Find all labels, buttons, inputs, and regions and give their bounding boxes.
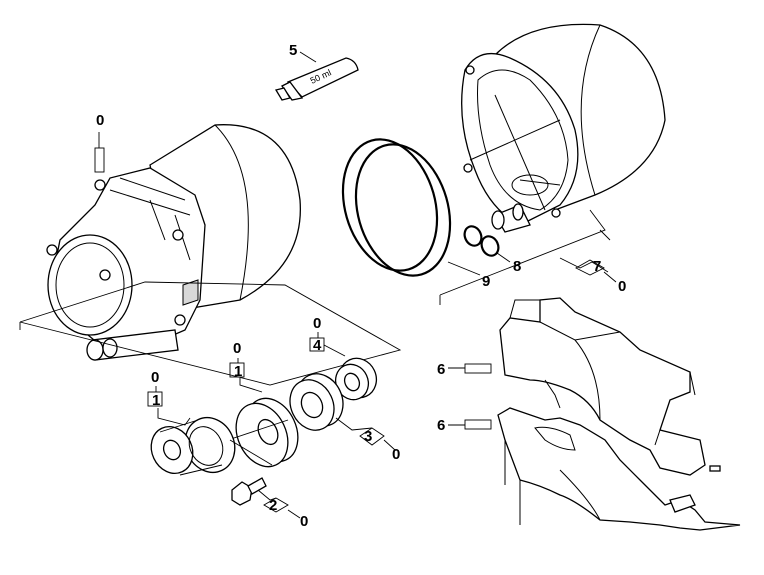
callout-half-shell-top: 6 — [437, 361, 492, 378]
svg-text:0: 0 — [392, 446, 400, 463]
callout-housing-right: 7 0 — [559, 257, 626, 295]
svg-text:1: 1 — [152, 392, 160, 409]
callout-small-o-ring: 8 — [496, 252, 521, 275]
bearing-left — [150, 417, 236, 476]
callout-top-left-group: 0 — [94, 112, 105, 173]
bearing-right — [289, 373, 344, 431]
svg-text:0: 0 — [313, 315, 321, 332]
svg-text:6: 6 — [437, 361, 445, 378]
svg-text:8: 8 — [513, 258, 521, 275]
svg-text:2: 2 — [269, 497, 277, 514]
seal-ring — [334, 357, 378, 401]
bearing-cup — [227, 397, 299, 468]
svg-text:0: 0 — [96, 112, 104, 129]
svg-text:1: 1 — [234, 363, 242, 380]
right-motor-housing — [439, 23, 666, 305]
screw — [231, 477, 267, 506]
callout-bearing-right: 3 0 — [335, 417, 400, 463]
svg-text:3: 3 — [364, 428, 372, 445]
grease-tube: 50 ml — [274, 57, 359, 101]
svg-text:0: 0 — [618, 278, 626, 295]
svg-text:0: 0 — [300, 513, 308, 530]
half-shell-bottom — [497, 407, 741, 531]
callout-half-shell-bottom: 6 — [437, 417, 492, 434]
callout-tube: 5 — [289, 42, 317, 63]
callout-large-o-ring: 9 — [447, 261, 490, 290]
callout-screw: 2 0 — [257, 489, 308, 530]
half-shell-top — [499, 297, 721, 476]
svg-text:0: 0 — [233, 340, 241, 357]
svg-text:0: 0 — [151, 369, 159, 386]
svg-text:5: 5 — [289, 42, 297, 59]
small-o-rings — [463, 225, 500, 257]
left-motor-housing — [19, 124, 402, 386]
svg-text:7: 7 — [593, 258, 601, 275]
svg-text:9: 9 — [482, 273, 490, 290]
large-o-ring — [341, 138, 452, 277]
svg-text:4: 4 — [313, 337, 322, 354]
callout-bearing-left: 0 1 — [147, 369, 273, 466]
callout-seal: 0 4 — [309, 315, 346, 357]
svg-text:6: 6 — [437, 417, 445, 434]
callout-cup: 0 1 — [229, 340, 263, 393]
